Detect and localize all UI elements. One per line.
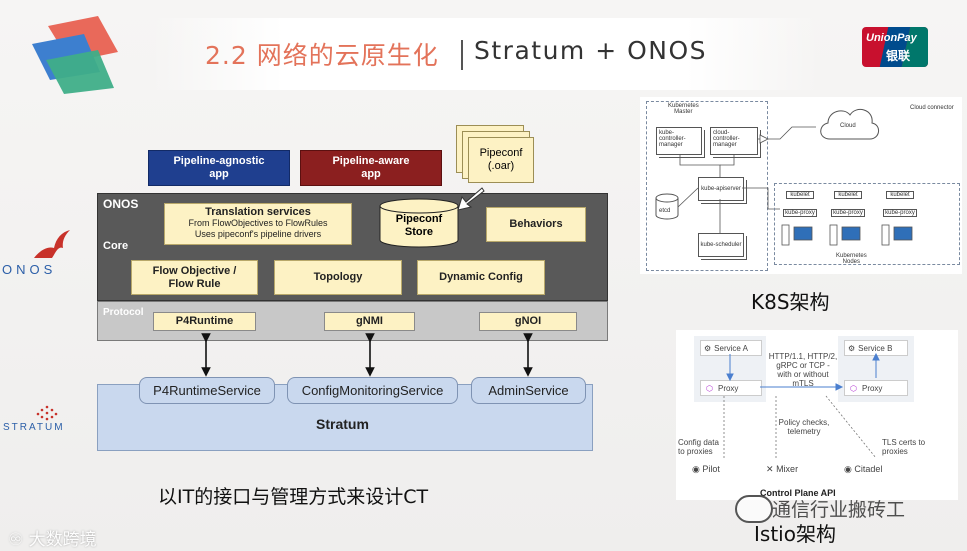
istio-connectors [723,352,880,459]
pipeconf-store-cylinder [379,198,459,248]
istio-citadel: ◉ Citadel [844,464,882,475]
k8s-scheduler: kube-scheduler [698,233,744,257]
watermark-right: 通信行业搬砖工 [772,499,906,521]
etcd-cylinder-icon [655,193,679,220]
mixer-icon: ✕ [766,464,774,474]
title-band [150,18,820,90]
translation-title: Translation services [205,206,311,218]
title-separator [461,40,463,70]
k8s-master-box [646,101,768,271]
k8s-etcd-label: etcd [659,208,671,214]
istio-mixer-label: Mixer [776,464,799,474]
k8s-cloud-connector-label: Cloud connector [910,105,954,111]
stratum-dots-icon [36,405,58,421]
k8s-nodes-box [774,183,960,265]
translation-line2: Uses pipeconf's pipeline drivers [194,229,322,239]
istio-proxy-b-label: Proxy [861,383,883,393]
k8s-apiserver: kube-apiserver [698,177,744,201]
watermark-left: ♾ 大数跨境 [8,525,97,550]
unionpay-logo: UnionPay 银联 [862,27,928,67]
translation-services-box: Translation services From FlowObjectives… [164,203,352,245]
gear-icon: ⚙ [848,343,856,353]
translation-line1: From FlowObjectives to FlowRules [188,218,328,228]
unionpay-chinese: 银联 [886,49,911,63]
k8s-cloud-label: Cloud [840,123,856,129]
istio-proxy-a: ⬡ Proxy [700,380,762,396]
istio-pilot-label: Pilot [702,464,720,474]
k8s-nodes-label: Kubernetes Nodes [836,253,867,265]
k8s-node-servers-icon [781,224,913,246]
slide-title: 2.2 网络的云原生化 [205,41,439,70]
pipeconf-store-label: Pipeconf Store [395,213,443,238]
core-label: Core [103,240,129,252]
k8s-kubelet-2: kubelet [834,191,862,199]
watermark-logo-icon: ♾ [8,530,24,550]
k8s-kubelet-3: kubelet [886,191,914,199]
k8s-controller-manager: kube-controller- manager [656,127,702,155]
istio-service-a-label: Service A [714,343,748,353]
onos-bird-icon [34,230,70,258]
istio-mixer: ✕ Mixer [766,464,798,475]
istio-service-b-label: Service B [858,343,893,353]
flow-objective-box: Flow Objective / Flow Rule [131,260,258,295]
protocol-arrows [201,333,533,377]
istio-config-data-label: Config data to proxies [678,438,719,456]
k8s-master-label: Kubernetes Master [668,103,699,115]
k8s-kube-proxy-2: kube-proxy [831,209,865,217]
admin-service-box: AdminService [471,377,586,404]
dynamic-config-box: Dynamic Config [417,260,545,295]
gnoi-box: gNOI [479,312,577,331]
pilot-icon: ◉ [692,464,700,474]
k8s-cloud-controller-manager: cloud-controller- manager [710,127,758,155]
config-monitoring-service-box: ConfigMonitoringService [287,377,458,404]
p4runtime-box: P4Runtime [153,312,256,331]
k8s-caption: K8S架构 [751,290,830,314]
stratum-logo-text: STRATUM [3,422,65,433]
cloud-icon [820,108,879,140]
hexagon-icon: ⬡ [706,383,713,393]
istio-service-a: ⚙Service A [700,340,762,356]
k8s-diagram: Kubernetes Master kube-controller- manag… [640,97,962,274]
k8s-kube-proxy-3: kube-proxy [883,209,917,217]
unionpay-wordmark: UnionPay [866,32,917,44]
gnmi-box: gNMI [324,312,415,331]
istio-pilot: ◉ Pilot [692,464,720,475]
k8s-kube-proxy-1: kube-proxy [783,209,817,217]
bottom-caption: 以IT的接口与管理方式来设计CT [158,486,429,508]
hexagon-icon: ⬡ [850,383,857,393]
istio-protocols-label: HTTP/1.1, HTTP/2, gRPC or TCP - with or … [768,352,838,388]
onos-logo-text: ONOS [2,262,57,277]
topology-box: Topology [274,260,402,295]
pipeline-aware-app: Pipeline-aware app [300,150,442,186]
istio-caption: Istio架构 [754,522,836,546]
istio-tls-label: TLS certs to proxies [882,438,926,456]
p4runtime-service-box: P4RuntimeService [139,377,275,404]
watermark-left-text: 大数跨境 [28,530,97,550]
pipeconf-load-arrow [457,187,485,211]
istio-diagram: ⚙Service A ⚙Service B ⬡Proxy ⬡Proxy HTTP… [676,330,958,500]
istio-proxy-b: ⬡ Proxy [844,380,908,396]
k8s-connectors [677,126,816,233]
citadel-icon: ◉ [844,464,852,474]
istio-control-plane: Control Plane API [760,488,836,498]
wechat-icon [735,495,773,523]
pipeconf-file: Pipeconf (.oar) [468,137,534,183]
stratum-label: Stratum [316,416,369,432]
behaviors-box: Behaviors [486,207,586,242]
slide-subtitle: Stratum + ONOS [474,36,708,65]
istio-citadel-label: Citadel [854,464,883,474]
protocol-label: Protocol [103,307,144,318]
k8s-kubelet-1: kubelet [786,191,814,199]
brand-logo-icon [32,16,118,94]
gear-icon: ⚙ [704,343,712,353]
onos-label: ONOS [103,197,139,211]
istio-proxy-a-label: Proxy [717,383,739,393]
istio-policy-label: Policy checks, telemetry [778,418,830,436]
pipeline-agnostic-app: Pipeline-agnostic app [148,150,290,186]
